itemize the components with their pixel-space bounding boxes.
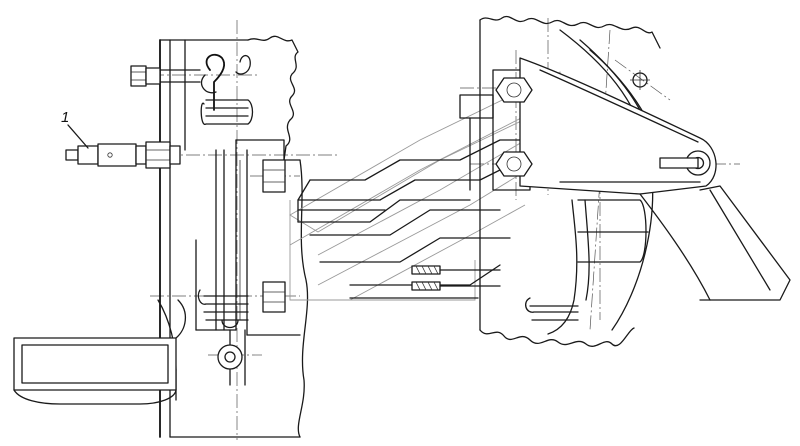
- callout-label-1: 1: [61, 109, 70, 126]
- lever-arm: [519, 57, 791, 301]
- callout-1-leader: [67, 124, 89, 149]
- seal-strips: [411, 265, 501, 291]
- sensor-switch: [65, 141, 181, 169]
- pedal-pad: [13, 299, 186, 405]
- right-nuts: [495, 77, 533, 177]
- housing-nuts: [197, 159, 286, 321]
- right-bushing: [524, 199, 649, 321]
- lower-pin: [217, 319, 243, 370]
- return-spring-top: [200, 53, 254, 125]
- left-frame: [157, 35, 309, 438]
- top-bolt: [130, 65, 201, 87]
